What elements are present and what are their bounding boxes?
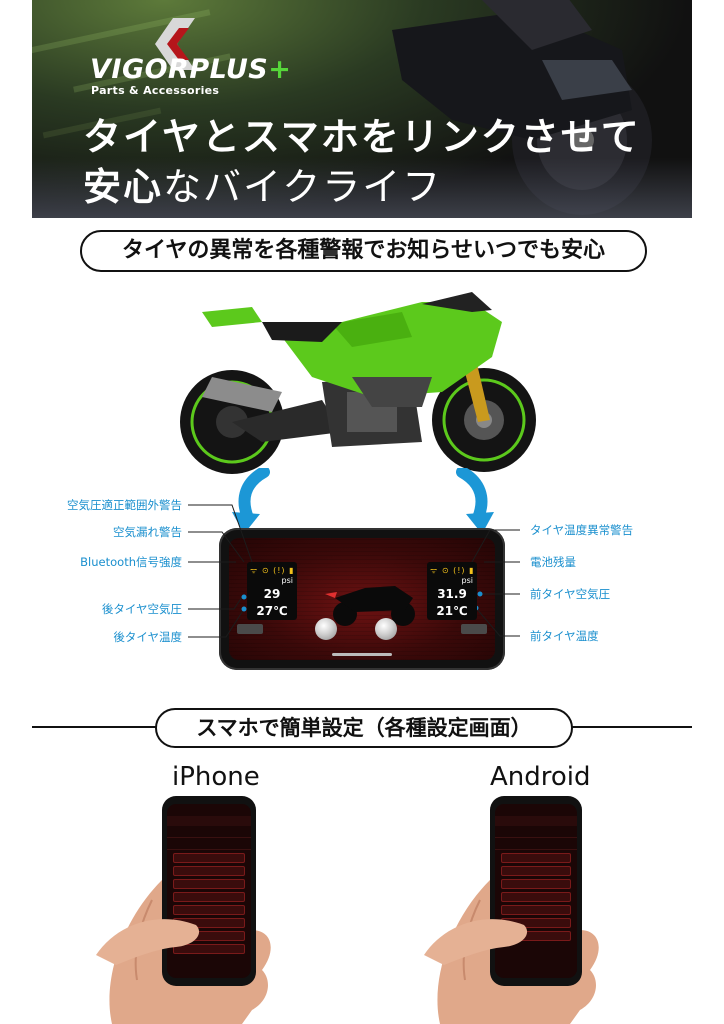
status-bar xyxy=(167,804,251,816)
hero-banner xyxy=(32,0,692,218)
brand-subtitle: Parts & Accessories xyxy=(91,84,220,97)
headline-rest: なバイクライフ xyxy=(163,165,443,209)
settings-button[interactable] xyxy=(173,866,245,876)
iphone-settings-screen xyxy=(167,804,251,978)
iphone-device xyxy=(162,796,256,986)
settings-button[interactable] xyxy=(173,944,245,954)
brand-plus: + xyxy=(268,54,292,85)
settings-row xyxy=(495,826,577,838)
headline-emphasis: 安心 xyxy=(83,165,164,209)
front-sensor-button[interactable] xyxy=(375,618,397,640)
settings-row xyxy=(495,838,577,850)
callout-rear-pressure: 後タイヤ空気圧 xyxy=(101,602,182,616)
settings-row xyxy=(167,826,251,838)
front-tire-panel: ᯤ ⊙ (!) ▮ psi 31.9 21℃ xyxy=(427,562,477,620)
settings-button[interactable] xyxy=(173,853,245,863)
divider-right xyxy=(568,726,692,728)
rear-tire-pressure: 29 xyxy=(263,587,281,601)
callout-temperature-warning: タイヤ温度異常警告 xyxy=(530,523,634,537)
status-icons: ᯤ ⊙ (!) ▮ xyxy=(250,566,295,575)
android-settings-screen xyxy=(495,804,577,978)
home-indicator xyxy=(332,653,392,656)
front-tire-temperature: 21℃ xyxy=(436,604,468,618)
callout-leak-warning: 空気漏れ警告 xyxy=(113,525,182,539)
screen-title xyxy=(495,816,577,826)
thumb-left-image xyxy=(96,919,200,965)
rear-sensor-button[interactable] xyxy=(315,618,337,640)
brand-logo: VIGORPLUS+ xyxy=(90,54,291,85)
callout-bluetooth-strength: Bluetooth信号強度 xyxy=(80,555,182,569)
hero-headline-line2: 安心なバイクライフ xyxy=(83,156,442,211)
settings-button[interactable] xyxy=(501,866,571,876)
callout-rear-temperature: 後タイヤ温度 xyxy=(113,630,182,644)
callout-pressure-range-warning: 空気圧適正範囲外警告 xyxy=(67,498,182,512)
settings-button[interactable] xyxy=(501,879,571,889)
right-arrow-icon xyxy=(456,468,494,534)
settings-button[interactable] xyxy=(173,905,245,915)
pressure-unit: psi xyxy=(461,576,473,585)
section-heading-alerts: タイヤの異常を各種警報でお知らせいつでも安心 xyxy=(80,230,647,272)
motorcycle-image xyxy=(180,292,536,474)
status-icons: ᯤ ⊙ (!) ▮ xyxy=(430,566,475,575)
bike-silhouette-icon xyxy=(325,586,415,626)
road xyxy=(32,158,692,218)
hero-headline-line1: タイヤとスマホをリンクさせて xyxy=(83,115,641,159)
left-side-tab xyxy=(237,624,263,634)
callout-battery-level: 電池残量 xyxy=(530,555,576,569)
callout-front-pressure: 前タイヤ空気圧 xyxy=(530,587,611,601)
brand-name: VIGORPLUS xyxy=(90,54,269,85)
status-bar xyxy=(495,804,577,816)
settings-row xyxy=(167,838,251,850)
settings-button[interactable] xyxy=(501,905,571,915)
phone-app-display: ᯤ ⊙ (!) ▮ psi 29 27℃ ᯤ ⊙ (!) ▮ psi 31.9 … xyxy=(219,528,505,670)
app-screen: ᯤ ⊙ (!) ▮ psi 29 27℃ ᯤ ⊙ (!) ▮ psi 31.9 … xyxy=(229,538,495,660)
left-arrow-icon xyxy=(232,468,270,534)
settings-button[interactable] xyxy=(501,892,571,902)
front-tire-pressure: 31.9 xyxy=(437,587,467,601)
thumb-right-image xyxy=(424,919,528,965)
android-label: Android xyxy=(490,762,591,792)
android-device xyxy=(490,796,582,986)
rear-tire-panel: ᯤ ⊙ (!) ▮ psi 29 27℃ xyxy=(247,562,297,620)
right-side-tab xyxy=(461,624,487,634)
section-heading-settings: スマホで簡単設定（各種設定画面） xyxy=(155,708,573,748)
callout-front-temperature: 前タイヤ温度 xyxy=(530,629,599,643)
settings-button[interactable] xyxy=(501,853,571,863)
pressure-unit: psi xyxy=(281,576,293,585)
screen-title xyxy=(167,816,251,826)
settings-button[interactable] xyxy=(173,892,245,902)
settings-button[interactable] xyxy=(173,879,245,889)
iphone-label: iPhone xyxy=(172,762,260,792)
brand-logo-mark-icon xyxy=(155,18,195,70)
divider-left xyxy=(32,726,156,728)
rear-tire-temperature: 27℃ xyxy=(256,604,288,618)
